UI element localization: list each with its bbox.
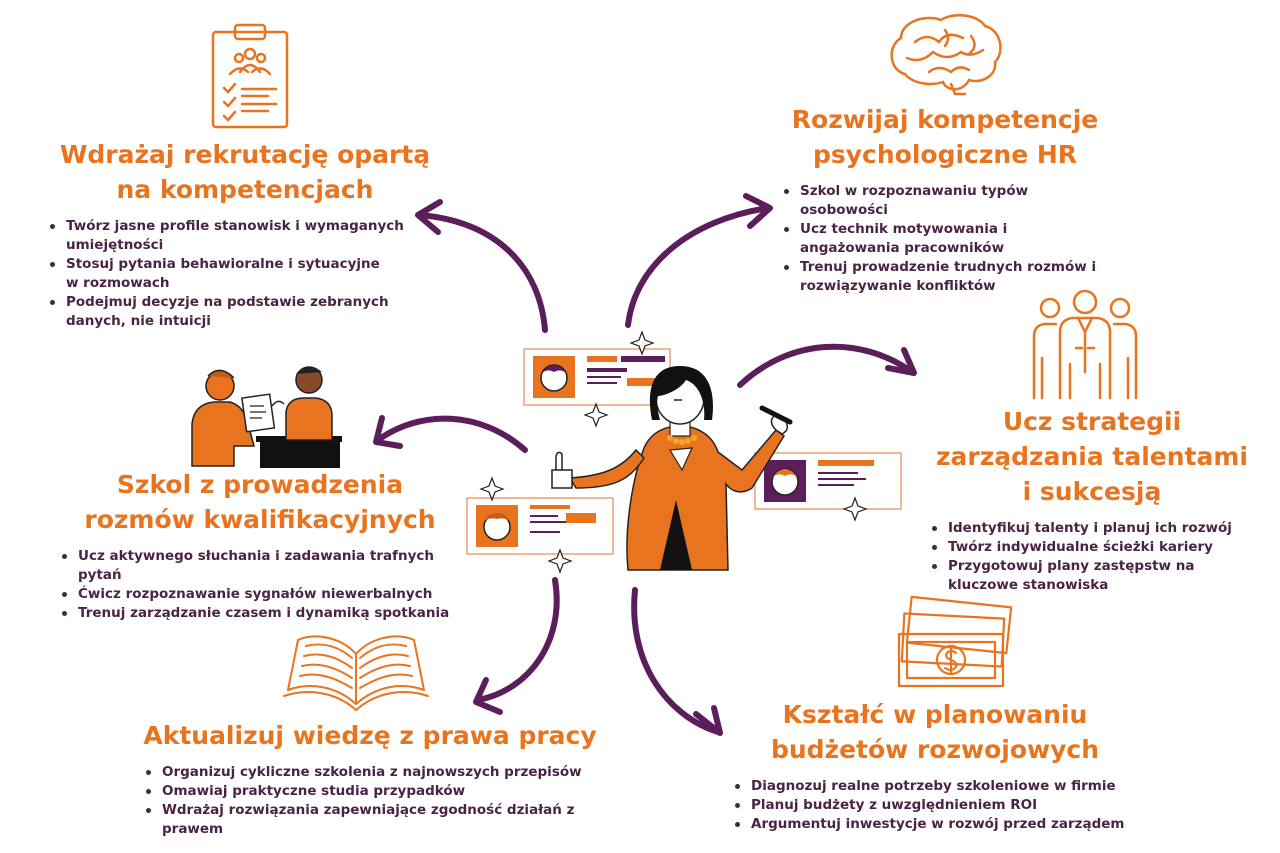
bullet-item: Trenuj zarządzanie czasem i dynamiką spo…: [62, 604, 480, 623]
profile-card-right: [754, 452, 902, 510]
presenter-illustration: [551, 366, 793, 571]
section-title: Rozwijaj kompetencje psychologiczne HR: [791, 105, 1099, 169]
section-title: Szkol z prowadzenia rozmów kwalifikacyjn…: [84, 470, 436, 534]
bullet-item: Identyfikuj talenty i planuj ich rozwój: [932, 519, 1272, 538]
bullet-item: Argumentuj inwestycje w rozwój przed zar…: [735, 815, 1145, 834]
bullet-item: Ucz aktywnego słuchania i zadawania traf…: [62, 547, 480, 585]
bullet-item: Planuj budżety z uwzględnieniem ROI: [735, 796, 1145, 815]
bullet-item: Twórz jasne profile stanowisk i wymagany…: [50, 217, 406, 255]
bullet-list: Twórz jasne profile stanowisk i wymagany…: [44, 217, 470, 331]
money-icon: [897, 595, 1013, 688]
bullet-list: Diagnozuj realne potrzeby szkoleniowe w …: [729, 777, 1145, 834]
profile-card-left: [466, 497, 614, 555]
section-psychology: Rozwijaj kompetencje psychologiczne HR S…: [770, 102, 1120, 296]
book-icon: [283, 635, 429, 711]
bullet-item: Twórz indywidualne ścieżki kariery: [932, 538, 1272, 557]
bullet-item: Omawiaj praktyczne studia przypadków: [146, 782, 620, 801]
team-icon: [1032, 289, 1138, 400]
bullet-item: Ćwicz rozpoznawanie sygnałów niewerbalny…: [62, 585, 480, 604]
bullet-list: Ucz aktywnego słuchania i zadawania traf…: [56, 547, 480, 623]
bullet-item: Diagnozuj realne potrzeby szkoleniowe w …: [735, 777, 1145, 796]
interview-icon: [191, 366, 342, 468]
arrow-to-recruitment: [417, 212, 548, 333]
section-interviews: Szkol z prowadzenia rozmów kwalifikacyjn…: [40, 467, 480, 623]
bullet-item: Organizuj cykliczne szkolenia z najnowsz…: [146, 763, 620, 782]
section-recruitment: Wdrażaj rekrutację opartą na kompetencja…: [40, 137, 470, 331]
bullet-item: Stosuj pytania behawioralne i sytuacyjne…: [50, 255, 386, 293]
bullet-list: Identyfikuj talenty i planuj ich rozwój …: [926, 519, 1272, 595]
bullet-item: Ucz technik motywowania i angażowania pr…: [784, 220, 1100, 258]
clipboard-icon: [211, 23, 289, 129]
bullet-item: Przygotowuj plany zastępstw na kluczowe …: [932, 557, 1258, 595]
arrow-to-labor-law: [475, 577, 560, 703]
profile-card-top: [523, 348, 671, 406]
arrow-to-psychology: [625, 205, 771, 328]
arrow-to-budgets: [631, 587, 721, 735]
section-title: Kształć w planowaniu budżetów rozwojowyc…: [770, 700, 1100, 764]
brain-icon: [890, 13, 1002, 96]
section-talent: Ucz strategii zarządzania talentami i su…: [912, 404, 1272, 595]
arrow-to-talent: [737, 343, 915, 388]
arrow-to-interviews: [375, 415, 528, 453]
bullet-list: Organizuj cykliczne szkolenia z najnowsz…: [140, 763, 620, 839]
section-title: Aktualizuj wiedzę z prawa pracy: [143, 721, 597, 750]
section-budgets: Kształć w planowaniu budżetów rozwojowyc…: [725, 697, 1145, 834]
section-title: Ucz strategii zarządzania talentami i su…: [935, 407, 1248, 506]
section-labor-law: Aktualizuj wiedzę z prawa pracy Organizu…: [120, 718, 620, 839]
bullet-item: Wdrażaj rozwiązania zapewniające zgodnoś…: [146, 801, 620, 839]
bullet-item: Podejmuj decyzje na podstawie zebranych …: [50, 293, 426, 331]
bullet-item: Szkol w rozpoznawaniu typów osobowości: [784, 182, 1120, 220]
bullet-list: Szkol w rozpoznawaniu typów osobowości U…: [778, 182, 1120, 296]
bullet-item: Trenuj prowadzenie trudnych rozmów i roz…: [784, 258, 1100, 296]
section-title: Wdrażaj rekrutację opartą na kompetencja…: [59, 140, 431, 204]
